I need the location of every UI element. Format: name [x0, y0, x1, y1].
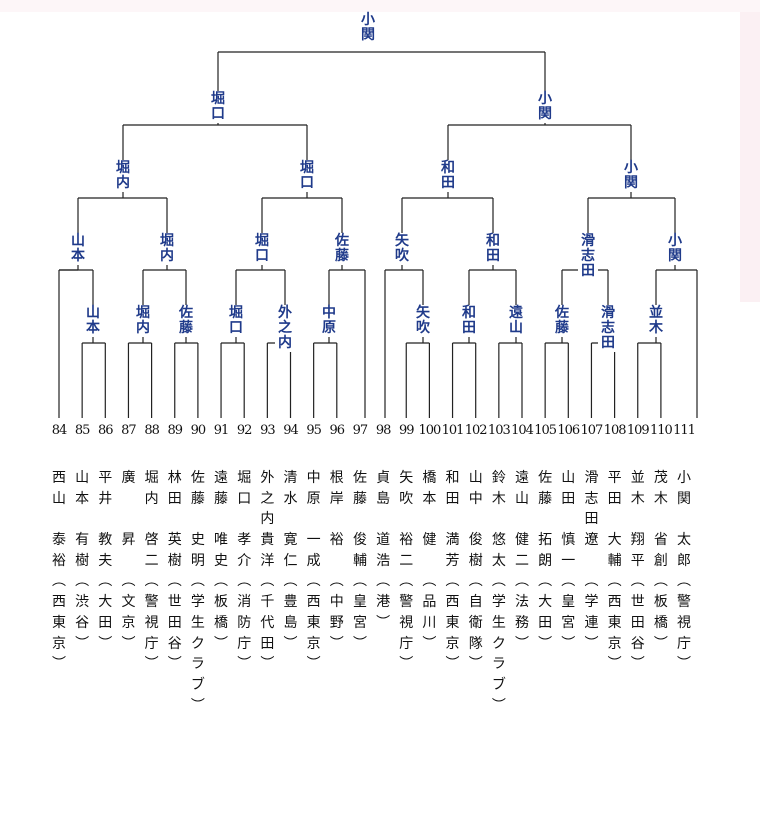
seed-number: 86	[98, 423, 114, 438]
seed-number: 99	[398, 423, 415, 438]
player-column: 根岸裕︵中野︶	[329, 470, 344, 652]
bracket-label-qf2: 堀口	[297, 160, 317, 192]
player-column: 中原一成︵西東京︶	[306, 470, 321, 673]
player-column: 廣昇︵文京︶	[121, 470, 136, 652]
seed-number: 87	[121, 423, 137, 438]
player-column: 山田慎一︵皇宮︶	[561, 470, 576, 652]
bracket-label-r3_6: 和田	[483, 233, 503, 265]
bracket-label-r2_12: 並木	[646, 305, 666, 337]
player-column: 佐藤俊輔︵皇宮︶	[352, 470, 367, 652]
seed-number: 93	[260, 423, 276, 438]
bracket-label-r3_8: 小関	[665, 233, 685, 265]
seed-number: 98	[375, 423, 392, 438]
seed-number: 104	[511, 423, 534, 438]
seed-number: 92	[236, 423, 253, 438]
player-column: 遠山健二︵法務︶	[515, 470, 529, 652]
bracket-label-r2_2: 堀内	[133, 305, 153, 337]
bracket-label-qf1: 堀内	[113, 160, 133, 192]
seed-number: 95	[306, 423, 322, 438]
player-column: 平井教夫︵大田︶	[98, 470, 113, 652]
bracket-label-r2_10: 佐藤	[552, 305, 572, 337]
player-column: 矢吹裕二︵警視庁︶	[399, 470, 414, 673]
player-column: 外之内貴洋︵千代田︶	[260, 470, 275, 673]
bracket-label-r2_9: 遠山	[506, 305, 526, 337]
seed-number: 102	[464, 423, 488, 438]
bracket-label-r3_1: 山本	[68, 233, 88, 265]
bracket-label-qf4: 小関	[621, 160, 641, 192]
seed-number: 96	[329, 423, 346, 438]
bracket-label-r3_2: 堀内	[157, 233, 177, 265]
bracket-label-r2_11: 滑志田	[598, 305, 618, 352]
player-column: 貞島道浩︵港︶	[376, 470, 391, 631]
bracket-label-qf3: 和田	[438, 160, 458, 192]
player-column: 西山泰裕︵西東京︶	[52, 470, 66, 673]
bracket-label-r2_1: 山本	[83, 305, 103, 337]
player-column: 佐藤拓朗︵大田︶	[538, 470, 553, 652]
seed-number: 106	[557, 423, 580, 438]
player-column: 橋本健︵品川︶	[422, 470, 437, 652]
seed-number: 91	[213, 423, 230, 438]
bracket-label-final: 小関	[358, 12, 378, 44]
bracket-label-r2_8: 和田	[459, 305, 479, 337]
seed-number: 108	[603, 423, 627, 438]
bracket-label-r2_7: 矢吹	[413, 305, 433, 337]
player-column: 和田満芳︵西東京︶	[445, 470, 460, 673]
scan-right-strip	[740, 12, 760, 302]
player-column: 清水寛仁︵豊島︶	[283, 470, 298, 652]
player-column: 林田英樹︵世田谷︶	[167, 470, 182, 673]
seed-number: 111	[673, 423, 696, 438]
player-column: 茂木省創︵板橋︶	[653, 470, 668, 652]
player-column: 堀内啓二︵警視庁︶	[144, 470, 159, 673]
bracket-label-r2_5: 外之内	[275, 305, 295, 352]
player-column: 平田大輔︵西東京︶	[607, 470, 622, 673]
scan-top-strip	[0, 0, 760, 12]
seed-number: 103	[487, 423, 511, 438]
player-column: 遠藤唯史︵板橋︶	[214, 470, 229, 652]
bracket-label-sf_l: 堀口	[208, 91, 228, 123]
seed-number: 85	[74, 423, 91, 438]
seed-number: 107	[580, 423, 604, 438]
seed-number: 88	[144, 423, 160, 438]
seed-number: 84	[51, 423, 68, 438]
seed-number: 97	[352, 423, 369, 438]
player-column: 並木翔平︵世田谷︶	[630, 470, 645, 673]
seed-number: 89	[167, 423, 183, 438]
player-column: 山本有樹︵渋谷︶	[75, 470, 90, 652]
bracket-label-r3_4: 佐藤	[332, 233, 352, 265]
seed-number: 105	[534, 423, 557, 438]
bracket-label-r3_5: 矢吹	[392, 233, 412, 265]
seed-number: 94	[283, 423, 299, 438]
player-column: 佐藤史明︵学生クラブ︶	[190, 470, 205, 714]
seed-number: 109	[626, 423, 650, 438]
player-column: 小関太郎︵警視庁︶	[677, 470, 692, 673]
bracket-label-r3_7: 滑志田	[578, 233, 598, 280]
seed-number: 90	[190, 423, 207, 438]
bracket-label-sf_r: 小関	[535, 91, 555, 123]
player-column: 鈴木悠太︵学生クラブ︶	[491, 470, 506, 714]
player-column: 滑志田遼︵学連︶	[584, 470, 599, 652]
seed-number: 110	[649, 423, 673, 438]
seed-number: 101	[441, 423, 465, 438]
bracket-label-r2_3: 佐藤	[176, 305, 196, 337]
player-column: 山中俊樹︵自衛隊︶	[468, 470, 483, 673]
bracket-label-r2_6: 中原	[319, 305, 339, 337]
bracket-label-r2_4: 堀口	[226, 305, 246, 337]
player-column: 堀口孝介︵消防庁︶	[237, 470, 252, 673]
seed-number: 100	[418, 423, 441, 438]
bracket-label-r3_3: 堀口	[252, 233, 272, 265]
